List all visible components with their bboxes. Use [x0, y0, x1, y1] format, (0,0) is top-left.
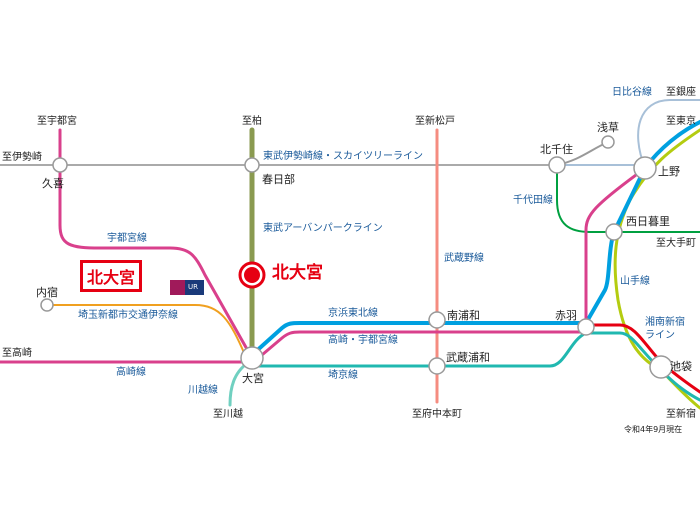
saikyo-line [250, 331, 700, 402]
takasaki-utsunomiya-line [254, 170, 642, 362]
station-musashiurawa-marker[interactable] [428, 357, 446, 375]
station-akabane: 赤羽 [555, 309, 577, 322]
station-kitasenju-marker[interactable] [548, 156, 566, 174]
direction-tokyo: 至東京 [666, 116, 696, 127]
callout-text: 北大宮 [87, 268, 136, 287]
station-omiya: 大宮 [242, 372, 264, 385]
station-naijuku: 内宿 [36, 286, 58, 299]
station-kuki: 久喜 [42, 177, 64, 190]
direction-otemachi: 至大手町 [656, 238, 696, 249]
line-musashino: 武蔵野線 [444, 253, 484, 264]
new-shuttle-line [46, 304, 246, 356]
direction-ginza: 至銀座 [666, 87, 696, 98]
station-asakusa: 浅草 [597, 121, 619, 134]
ur-logo: UR [170, 280, 204, 295]
date-note: 令和4年9月現在 [624, 425, 683, 434]
line-urban-park: 東武アーバンパークライン [263, 223, 383, 234]
direction-kawagoe: 至川越 [213, 409, 243, 420]
station-ueno-marker[interactable] [633, 156, 657, 180]
line-utsunomiya: 宇都宮線 [107, 233, 147, 244]
station-ikebukuro-marker[interactable] [649, 355, 673, 379]
station-kasukabe: 春日部 [262, 173, 295, 186]
kitaomiya-label: 北大宮 [272, 263, 323, 283]
line-shonan-shinjuku-2: ライン [645, 330, 675, 341]
line-takasaki-utsunomiya: 高崎・宇都宮線 [328, 335, 398, 346]
line-hibiya: 日比谷線 [612, 87, 652, 98]
line-keihin-tohoku: 京浜東北線 [328, 308, 378, 319]
line-new-shuttle: 埼玉新都市交通伊奈線 [78, 310, 178, 321]
direction-takasaki: 至高崎 [2, 348, 32, 359]
station-nishinippori-marker[interactable] [605, 223, 623, 241]
station-ikebukuro: 池袋 [670, 360, 692, 373]
kitaomiya-callout: 北大宮 [80, 260, 143, 292]
direction-shinmatsudo: 至新松戸 [415, 116, 455, 127]
station-nishinippori: 西日暮里 [626, 215, 670, 228]
line-chiyoda: 千代田線 [513, 195, 553, 206]
station-kuki-marker[interactable] [52, 157, 68, 173]
station-minamiurawa-marker[interactable] [428, 311, 446, 329]
line-saikyo: 埼京線 [328, 370, 358, 381]
direction-fuchuhommachi: 至府中本町 [412, 409, 462, 420]
station-minamiurawa: 南浦和 [447, 309, 480, 322]
station-akabane-marker[interactable] [577, 318, 595, 336]
line-shonan-shinjuku-1: 湘南新宿 [645, 317, 685, 328]
chiyoda-line [556, 164, 700, 233]
direction-isesaki: 至伊勢崎 [2, 152, 42, 163]
direction-shinjuku: 至新宿 [666, 409, 696, 420]
station-asakusa-marker[interactable] [601, 135, 615, 149]
station-omiya-marker[interactable] [240, 346, 264, 370]
station-musashiurawa: 武蔵浦和 [446, 351, 490, 364]
line-yamanote: 山手線 [620, 276, 650, 287]
utsunomiya-line [58, 128, 254, 360]
direction-utsunomiya: 至宇都宮 [37, 116, 77, 127]
hibiya-line [556, 99, 700, 169]
keihin-tohoku-line [250, 120, 700, 357]
line-takasaki: 高崎線 [116, 367, 146, 378]
station-kasukabe-marker[interactable] [244, 157, 260, 173]
direction-kashiwa: 至柏 [242, 116, 262, 127]
ur-logo-text: UR [188, 283, 198, 291]
line-kawagoe: 川越線 [188, 385, 218, 396]
line-tobu-isesaki: 東武伊勢崎線・スカイツリーライン [263, 151, 423, 162]
station-naijuku-marker[interactable] [40, 298, 54, 312]
kitaomiya-marker-dot [244, 267, 260, 283]
station-ueno: 上野 [658, 165, 680, 178]
station-kitasenju: 北千住 [540, 143, 573, 156]
